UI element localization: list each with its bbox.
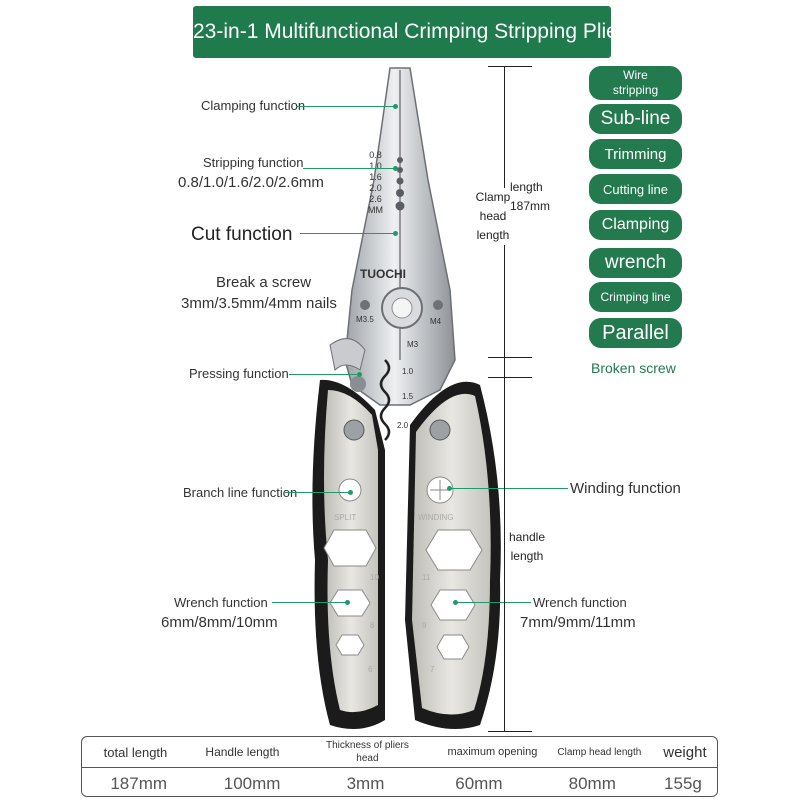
leader-dot-wrench-right xyxy=(453,600,458,605)
callout-branch: Branch line function xyxy=(183,485,298,500)
brand-logo: TUOCHI xyxy=(360,267,406,281)
svg-text:2.0: 2.0 xyxy=(397,421,409,430)
leader-clamping xyxy=(296,106,396,107)
spec-header-handle-length: Handle length xyxy=(205,744,280,759)
spec-value-row: 187mm 100mm 3mm 60mm 80mm 155g xyxy=(82,768,717,796)
leader-dot-cut xyxy=(393,231,398,236)
callout-wrench-right-sizes: 7mm/9mm/11mm xyxy=(520,614,636,631)
screw-hole-right xyxy=(433,300,443,310)
spec-header-thickness: Thickness of pliers head xyxy=(326,740,409,764)
crimp-teeth xyxy=(379,359,391,441)
spec-value-weight: 155g xyxy=(664,773,702,793)
callout-pressing: Pressing function xyxy=(189,366,289,381)
plier-illustration: TUOCHI M3.5 M4 M3 1.0 1.5 2.0 SPLIT 10 8… xyxy=(312,67,501,729)
spring xyxy=(329,338,366,372)
svg-text:10: 10 xyxy=(370,573,379,582)
total-length-label: length 187mm xyxy=(510,180,551,213)
tag-parallel: Parallel xyxy=(589,318,682,348)
svg-text:SPLIT: SPLIT xyxy=(334,513,356,522)
leader-stripping xyxy=(303,168,395,169)
svg-text:11: 11 xyxy=(422,573,431,582)
svg-text:M3.5: M3.5 xyxy=(356,315,374,324)
leader-dot-stripping xyxy=(393,166,398,171)
spec-header-max-opening: maximum opening xyxy=(447,745,538,758)
callout-clamping: Clamping function xyxy=(201,98,306,113)
leader-wrench-left xyxy=(272,602,347,603)
spec-value-handle-length: 100mm xyxy=(223,773,281,793)
svg-text:7: 7 xyxy=(430,665,435,674)
leader-wrench-right xyxy=(456,602,531,603)
hex-9 xyxy=(430,589,476,621)
svg-text:M4: M4 xyxy=(430,317,442,326)
svg-text:WINDING: WINDING xyxy=(418,513,454,522)
measure-tick-handle xyxy=(488,377,532,378)
hex-6 xyxy=(335,634,365,656)
spec-value-total-length: 187mm xyxy=(110,773,168,793)
svg-text:M3: M3 xyxy=(407,340,419,349)
measure-tick-bottom xyxy=(488,731,532,732)
broken-screw-label: Broken screw xyxy=(591,360,676,376)
svg-text:1.0: 1.0 xyxy=(402,367,414,376)
total-length-line xyxy=(504,66,505,732)
clamp-head-length-label: Clamp head length xyxy=(470,188,516,245)
hex-10 xyxy=(323,529,377,567)
spec-table: total length Handle length Thickness of … xyxy=(81,736,718,797)
svg-text:1.5: 1.5 xyxy=(402,392,414,401)
tag-crimping-line: Crimping line xyxy=(589,282,682,312)
callout-break-screw-sizes: 3mm/3.5mm/4mm nails xyxy=(181,295,337,312)
measure-tick-head xyxy=(488,357,532,358)
callout-stripping-sizes: 0.8/1.0/1.6/2.0/2.6mm xyxy=(178,174,324,191)
leader-dot-winding xyxy=(447,486,452,491)
spec-header-total-length: total length xyxy=(103,744,168,760)
leader-dot-pressing xyxy=(357,372,362,377)
callout-wrench-left-sizes: 6mm/8mm/10mm xyxy=(161,614,278,631)
hex-7 xyxy=(436,634,470,660)
callout-wrench-right: Wrench function xyxy=(533,595,627,610)
screw-hole-left xyxy=(360,300,370,310)
spec-value-max-opening: 60mm xyxy=(455,773,503,793)
callout-wrench-left: Wrench function xyxy=(174,595,268,610)
svg-text:9: 9 xyxy=(422,621,427,630)
spec-header-clamp-head: Clamp head length xyxy=(557,746,642,758)
page-title: 23-in-1 Multifunctional Crimping Strippi… xyxy=(193,6,611,58)
callout-cut: Cut function xyxy=(191,224,293,245)
leader-branch xyxy=(285,492,350,493)
tag-wire-stripping: Wire stripping xyxy=(589,66,682,100)
spec-header-row: total length Handle length Thickness of … xyxy=(82,737,717,768)
tag-clamping: Clamping xyxy=(589,210,682,240)
handle-length-label: handle length xyxy=(506,528,548,566)
hex-8 xyxy=(329,589,371,617)
hex-11 xyxy=(425,529,483,571)
callout-stripping: Stripping function xyxy=(203,155,304,170)
measure-tick-top xyxy=(488,66,532,67)
tag-trimming: Trimming xyxy=(589,139,682,169)
spec-value-clamp-head: 80mm xyxy=(568,773,616,793)
leader-winding xyxy=(450,488,568,489)
leader-dot-branch xyxy=(348,490,353,495)
tag-wrench: wrench xyxy=(589,248,682,278)
svg-text:6: 6 xyxy=(368,665,373,674)
spec-header-weight: weight xyxy=(663,743,707,761)
leader-dot-clamping xyxy=(393,104,398,109)
spec-value-thickness: 3mm xyxy=(346,773,385,793)
tag-sub-line: Sub-line xyxy=(589,104,682,134)
stripping-notches xyxy=(395,157,405,211)
leader-dot-wrench-left xyxy=(345,600,350,605)
leader-pressing xyxy=(289,374,359,375)
callout-winding: Winding function xyxy=(570,480,681,497)
leader-cut xyxy=(300,233,395,234)
tag-cutting-line: Cutting line xyxy=(589,174,682,204)
svg-text:8: 8 xyxy=(370,621,375,630)
strip-gauge-labels: 0.8 1.0 1.6 2.0 2.6 MM xyxy=(368,150,383,215)
callout-break-screw: Break a screw xyxy=(216,274,312,291)
